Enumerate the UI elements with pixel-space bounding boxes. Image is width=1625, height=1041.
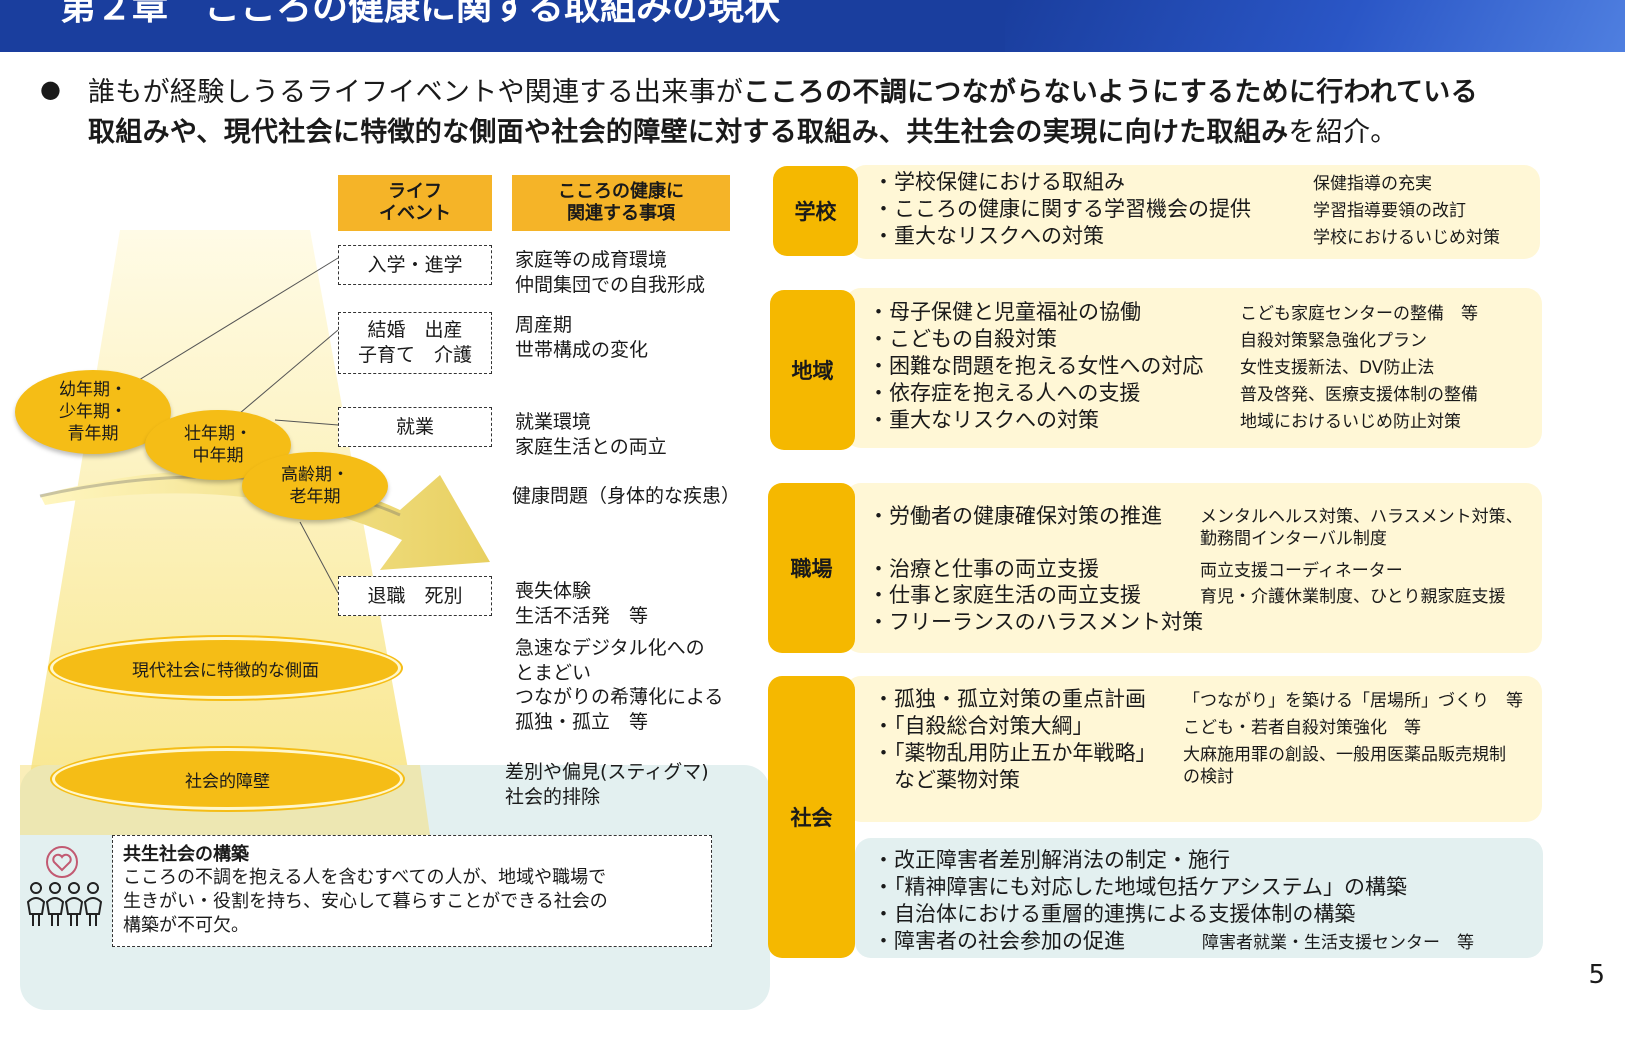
region-item: ・困難な問題を抱える女性への対応 xyxy=(868,354,1204,378)
workplace-sub: 両立支援コーディネーター xyxy=(1200,561,1403,581)
heart-icon xyxy=(46,846,78,878)
workplace-item: ・仕事と家庭生活の両立支援 xyxy=(868,583,1141,607)
school-sub: 学校におけるいじめ対策 xyxy=(1313,228,1500,248)
society-item: ・孤独・孤立対策の重点計画 xyxy=(873,687,1146,711)
region-sub: 自殺対策緊急強化プラン xyxy=(1240,331,1427,351)
region-item: ・母子保健と児童福祉の協働 xyxy=(868,300,1141,324)
intro-bullet: ● xyxy=(40,75,61,103)
region-sub: 女性支援新法、DV防止法 xyxy=(1240,358,1435,378)
region-item: ・重大なリスクへの対策 xyxy=(868,408,1099,432)
school-sub: 保健指導の充実 xyxy=(1313,174,1432,194)
related-upbringing: 家庭等の成育環境 仲間集団での自我形成 xyxy=(515,249,706,296)
header-related-matters: こころの健康に 関連する事項 xyxy=(512,175,730,231)
category-society: 社会 xyxy=(768,676,855,958)
region-sub: 地域におけるいじめ防止対策 xyxy=(1240,412,1461,432)
society-panel-upper xyxy=(845,676,1542,822)
related-health: 健康問題（身体的な疾患） xyxy=(512,485,741,507)
workplace-sub: メンタルヘルス対策、ハラスメント対策、 勤務間インターバル制度 xyxy=(1200,507,1523,550)
intro-line-1: 誰もが経験しうるライフイベントや関連する出来事がこころの不調につながらないように… xyxy=(88,70,1478,109)
region-sub: 普及啓発、医療支援体制の整備 xyxy=(1240,385,1478,405)
kyosei-box: 共生社会の構築 こころの不調を抱える人を含むすべての人が、地域や職場で 生きがい… xyxy=(112,835,712,947)
society-sub-2: 障害者就業・生活支援センター 等 xyxy=(1202,933,1474,953)
event-retirement: 退職 死別 xyxy=(338,576,492,616)
category-workplace: 職場 xyxy=(768,483,855,653)
school-item: ・重大なリスクへの対策 xyxy=(873,224,1104,248)
header-life-event: ライフ イベント xyxy=(338,175,492,231)
event-employment: 就業 xyxy=(338,407,492,447)
workplace-sub: 育児・介護休業制度、ひとり親家庭支援 xyxy=(1200,587,1506,607)
society-panel-lower xyxy=(855,838,1543,958)
society-sub: 大麻施用罪の創設、一般用医薬品販売規制 の検討 xyxy=(1183,745,1506,788)
modern-society-ellipse: 現代社会に特徴的な側面 xyxy=(50,637,401,699)
category-school: 学校 xyxy=(773,166,858,256)
society-item: ・「自殺総合対策大綱」 xyxy=(873,714,1094,738)
workplace-item: ・治療と仕事の両立支援 xyxy=(868,557,1099,581)
related-loss: 喪失体験 生活不活発 等 xyxy=(515,580,649,627)
event-entrance: 入学・進学 xyxy=(338,245,492,285)
page-number: 5 xyxy=(1588,960,1605,990)
kyosei-title: 共生社会の構築 xyxy=(123,844,249,865)
region-panel xyxy=(845,288,1542,448)
society-item-2: ・障害者の社会参加の促進 xyxy=(873,929,1125,953)
school-item: ・こころの健康に関する学習機会の提供 xyxy=(873,197,1251,221)
school-sub: 学習指導要領の改訂 xyxy=(1313,201,1466,221)
people-group-icon xyxy=(26,882,103,926)
society-item-2: ・改正障害者差別解消法の制定・施行 xyxy=(873,848,1230,872)
related-digital: 急速なデジタル化への とまどい つながりの希薄化による 孤独・孤立 等 xyxy=(515,637,724,734)
connector-line xyxy=(274,419,339,426)
social-barrier-ellipse: 社会的障壁 xyxy=(52,748,403,810)
intro-text: 誰もが経験しうるライフイベントや関連する出来事が xyxy=(88,77,744,108)
related-stigma: 差別や偏見(スティグマ) 社会的排除 xyxy=(505,761,709,808)
related-work-env: 就業環境 家庭生活との両立 xyxy=(515,411,667,458)
society-item-2: ・自治体における重層的連携による支援体制の構築 xyxy=(873,902,1356,926)
society-item-2: ・「精神障害にも対応した地域包括ケアシステム」の構築 xyxy=(873,875,1408,899)
school-item: ・学校保健における取組み xyxy=(873,170,1125,194)
school-panel xyxy=(850,165,1540,259)
related-perinatal: 周産期 世帯構成の変化 xyxy=(515,314,649,361)
intro-emphasis: 取組みや、現代社会に特徴的な側面や社会的障壁に対する取組み、共生社会の実現に向け… xyxy=(88,117,1289,148)
stage-senior: 高齢期・ 老年期 xyxy=(242,452,388,520)
intro-line-2: 取組みや、現代社会に特徴的な側面や社会的障壁に対する取組み、共生社会の実現に向け… xyxy=(88,110,1398,149)
region-item: ・こどもの自殺対策 xyxy=(868,327,1057,351)
society-sub: こども・若者自殺対策強化 等 xyxy=(1183,718,1421,738)
header-stripe xyxy=(1005,0,1625,52)
region-item: ・依存症を抱える人への支援 xyxy=(868,381,1141,405)
connector-line xyxy=(299,521,339,594)
workplace-item: ・フリーランスのハラスメント対策 xyxy=(868,610,1204,634)
workplace-panel xyxy=(845,483,1542,653)
intro-text: を紹介。 xyxy=(1288,117,1398,148)
page-title: 第２章 こころの健康に関する取組みの現状 xyxy=(60,0,781,28)
category-region: 地域 xyxy=(770,290,855,450)
society-item: ・「薬物乱用防止五か年戦略」 など薬物対策 xyxy=(873,741,1157,793)
intro-emphasis: こころの不調につながらないようにするために行われている xyxy=(743,77,1478,108)
kyosei-text: こころの不調を抱える人を含むすべての人が、地域や職場で 生きがい・役割を持ち、安… xyxy=(123,867,608,936)
workplace-item: ・労働者の健康確保対策の推進 xyxy=(868,504,1162,528)
header-bar: 第２章 こころの健康に関する取組みの現状 xyxy=(0,0,1625,52)
event-marriage: 結婚 出産 子育て 介護 xyxy=(338,312,492,374)
region-sub: こども家庭センターの整備 等 xyxy=(1240,304,1478,324)
society-sub: 「つながり」を築ける「居場所」づくり 等 xyxy=(1183,691,1523,711)
